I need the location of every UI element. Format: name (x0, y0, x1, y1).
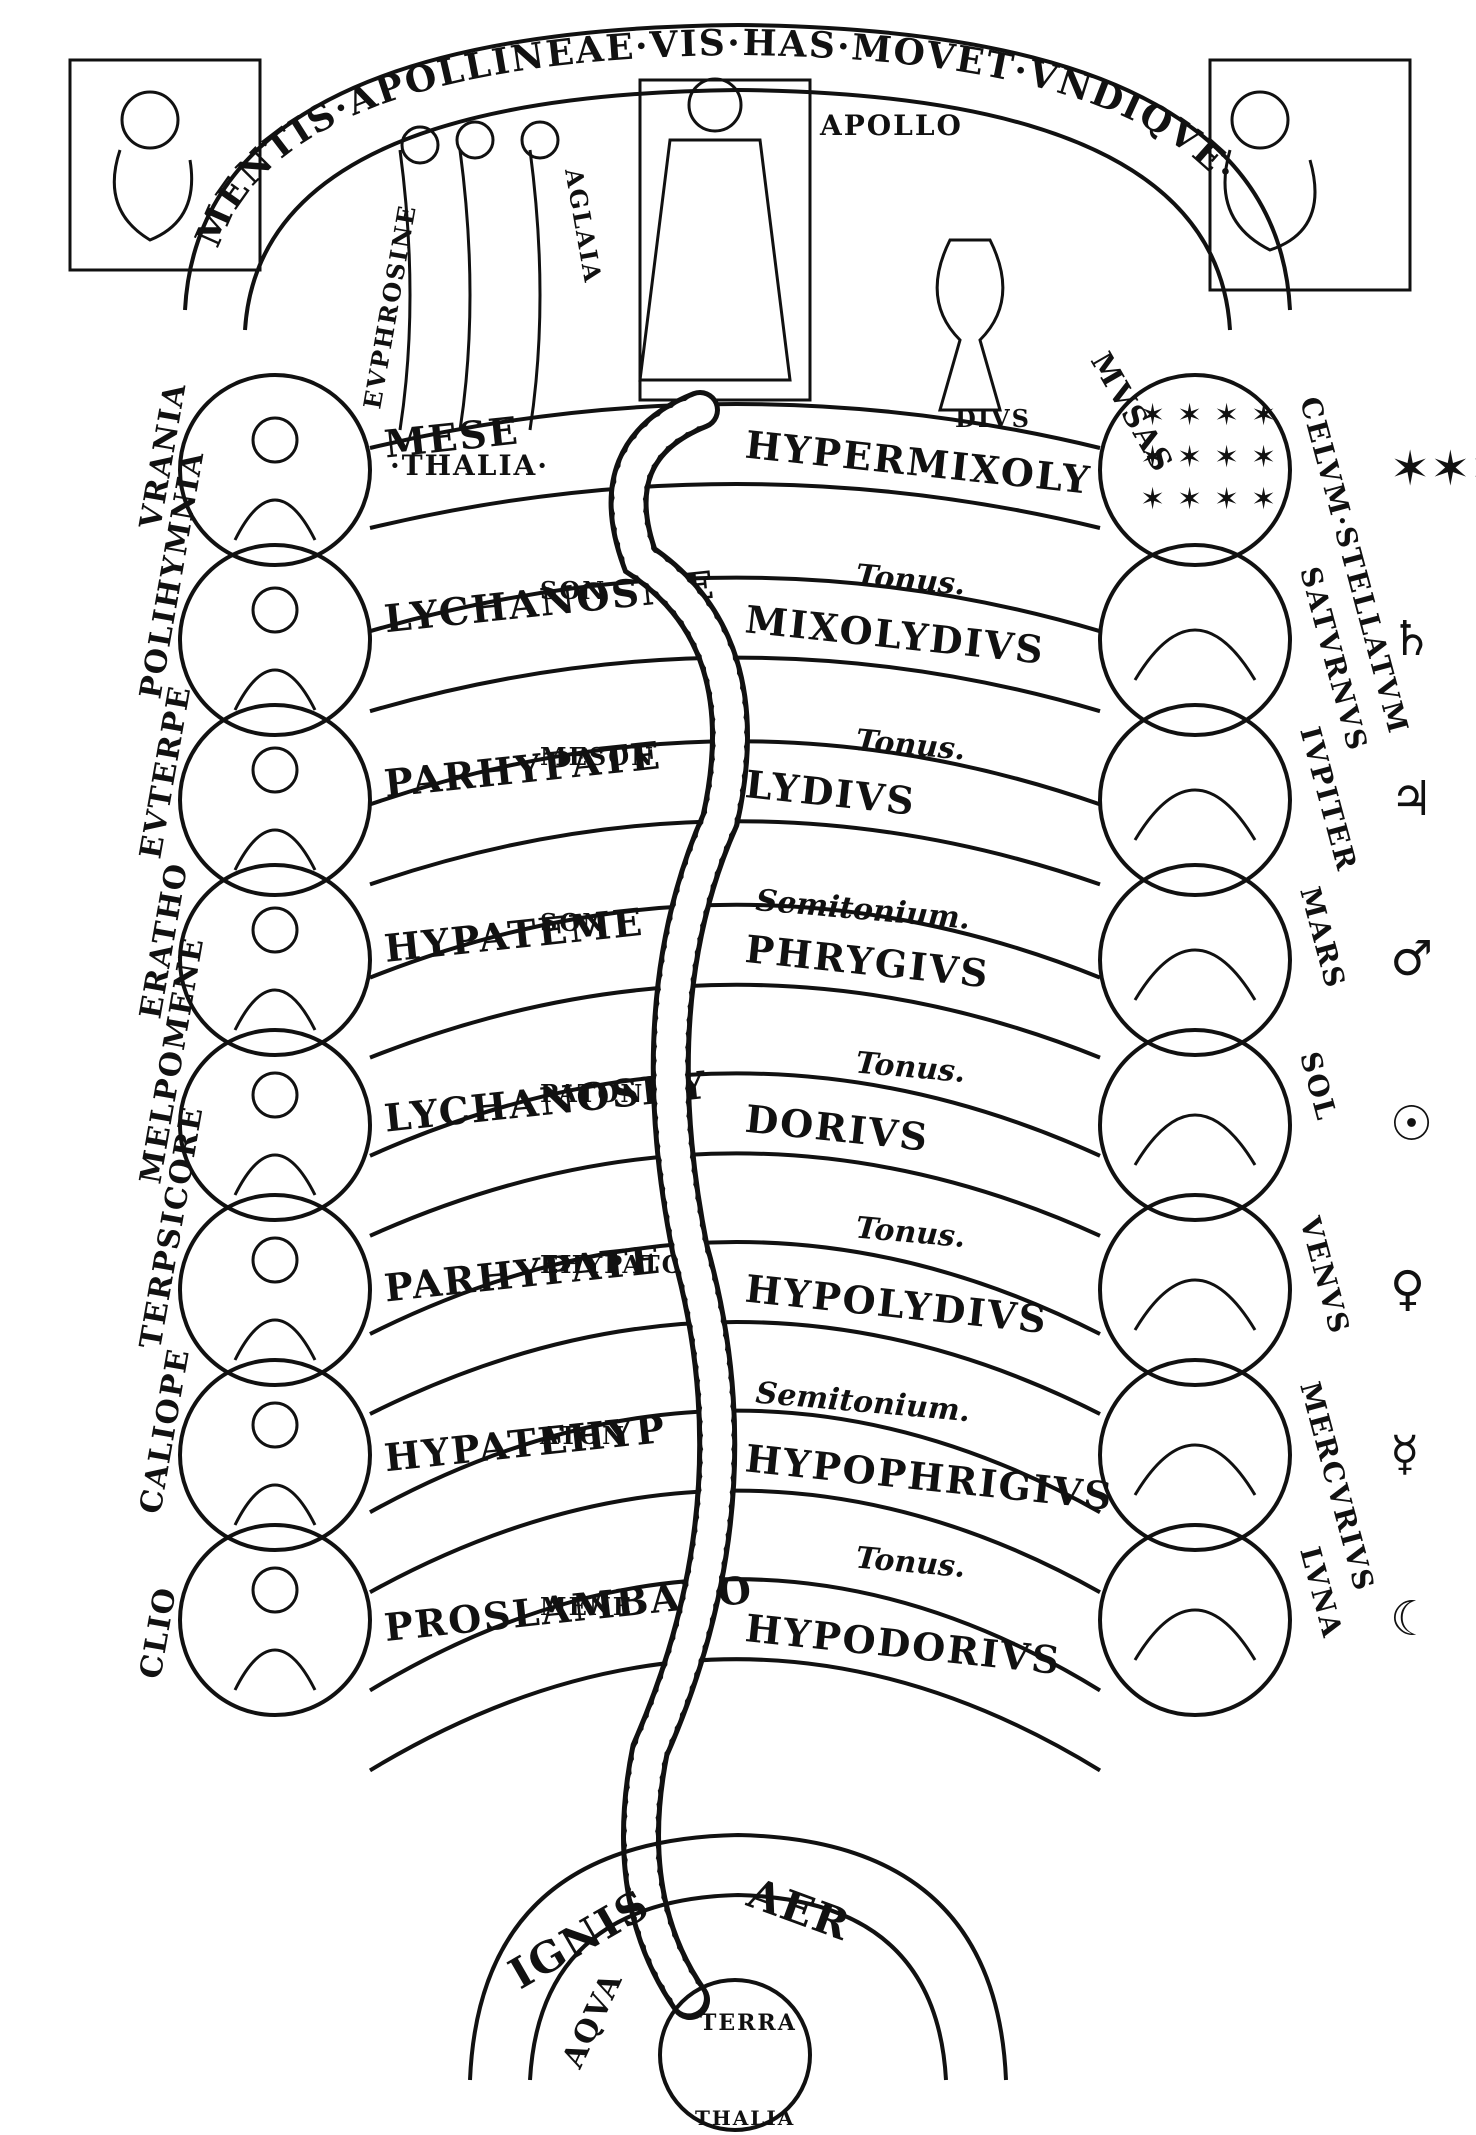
star-icon: ✶ (1214, 482, 1239, 517)
planet-medallions: ✶✶✶✶✶✶✶✶✶✶✶✶CELVM·STELLATVM✶✶✶SATVRNVS♄I… (1098, 373, 1476, 1717)
note-left-name: HYPATEME (382, 899, 646, 971)
planet-medallion: VENVS ♀ (1098, 1193, 1425, 1387)
apollo-figure: APOLLO (638, 77, 963, 402)
star-icon: ✶ (1177, 482, 1202, 517)
grace-label-aglaia: AGLAIA (559, 165, 608, 286)
note-mode-name: HYPOPHRIGIVS (743, 1435, 1115, 1518)
planet-medallion: LVNA☾ (1098, 1523, 1433, 1717)
interval-label: Tonus. (854, 723, 966, 767)
banner-motto: MENTIS·APOLLINEAE·VIS·HAS·MOVET·VNDIQVE· (187, 22, 1246, 253)
sphere-name: MARS (1293, 883, 1352, 992)
planet-medallion: SOL ☉ (1098, 1028, 1433, 1222)
element-aer: AER (741, 1868, 858, 1950)
element-ignis: IGNIS (501, 1879, 659, 1998)
grace-label-thalia: ·THALIA· (390, 449, 549, 482)
star-icon: ✶ (1214, 398, 1239, 433)
muse-medallion: CALIOPE (133, 1345, 372, 1552)
note-prefix: SON (540, 576, 606, 605)
planet-symbol-icon: ♄ (1390, 611, 1433, 667)
planet-symbol-icon: ♀ (1390, 1261, 1425, 1317)
star-icon: ✶ (1214, 440, 1239, 475)
banner-end: MVSAS (1083, 347, 1180, 480)
planet-medallion: MERCVRIVS☿ (1098, 1358, 1419, 1595)
interval-label: Semitonium. (754, 883, 971, 937)
muse-medallions: VRANIAPOLIHYMNIAEVTERPEERATHOMELPOMENETE… (133, 373, 372, 1717)
note-mode-name: HYPODORIVS (743, 1605, 1063, 1683)
interval-label: Tonus. (854, 558, 966, 602)
planet-symbol-icon: ♃ (1390, 771, 1433, 827)
note-prefix: PATON (540, 1079, 644, 1108)
element-aqua: AQVA (555, 1966, 630, 2074)
planet-symbol-icon: ☉ (1390, 1096, 1433, 1152)
planet-medallion: ✶✶✶✶✶✶✶✶✶✶✶✶CELVM·STELLATVM✶✶✶ (1098, 373, 1476, 738)
star-icon: ✶ (1177, 398, 1202, 433)
star-icon: ✶ (1140, 398, 1165, 433)
muse-medallion: CLIO (133, 1523, 372, 1717)
grace-label-euphrosine: EVPHROSINE (357, 202, 422, 411)
note-mode-name: LYDIVS (743, 761, 918, 824)
muse-medallion: TERPSICORE (133, 1103, 372, 1387)
apollo-label: APOLLO (819, 109, 963, 142)
star-icon: ✶ (1251, 440, 1276, 475)
serpent (608, 390, 750, 2020)
star-icon: ✶ (1251, 398, 1276, 433)
note-mode-name: HYPOLYDIVS (743, 1266, 1050, 1343)
corner-putto-left (68, 58, 262, 272)
planet-medallion: MARS ♂ (1098, 863, 1433, 1057)
note-mode-prefix: DIVS (955, 404, 1031, 433)
planet-symbol-icon: ✶✶✶ (1390, 441, 1476, 497)
star-icon: ✶ (1140, 482, 1165, 517)
sphere-name: SOL (1293, 1048, 1343, 1124)
note-prefix: MESON (540, 742, 655, 771)
planet-symbol-icon: ☾ (1390, 1591, 1433, 1647)
corner-putto-right (1208, 58, 1412, 292)
note-prefix: MENE (540, 1592, 633, 1621)
element-terra: TERRA (700, 2010, 797, 2036)
base-label-thalia: THALIA (695, 2106, 795, 2130)
note-prefix: ATON (539, 1421, 626, 1450)
muse-name: CLIO (133, 1584, 184, 1682)
note-prefix: EHYPATO (540, 1250, 684, 1279)
note-mode-name: DORIVS (743, 1096, 931, 1160)
elements-arc: IGNIS AER AQVA TERRA THALIA (468, 1832, 1008, 2132)
star-icon: ✶ (1140, 440, 1165, 475)
interval-label: Tonus. (854, 1211, 966, 1255)
star-icon: ✶ (1251, 482, 1276, 517)
note-prefix: SON (540, 908, 606, 937)
sphere-name: VENVS (1293, 1212, 1356, 1338)
planet-symbol-icon: ♂ (1390, 931, 1433, 987)
vase (935, 238, 1005, 412)
planet-symbol-icon: ☿ (1390, 1426, 1419, 1482)
star-icon: ✶ (1177, 440, 1202, 475)
interval-label: Tonus. (854, 1541, 966, 1585)
